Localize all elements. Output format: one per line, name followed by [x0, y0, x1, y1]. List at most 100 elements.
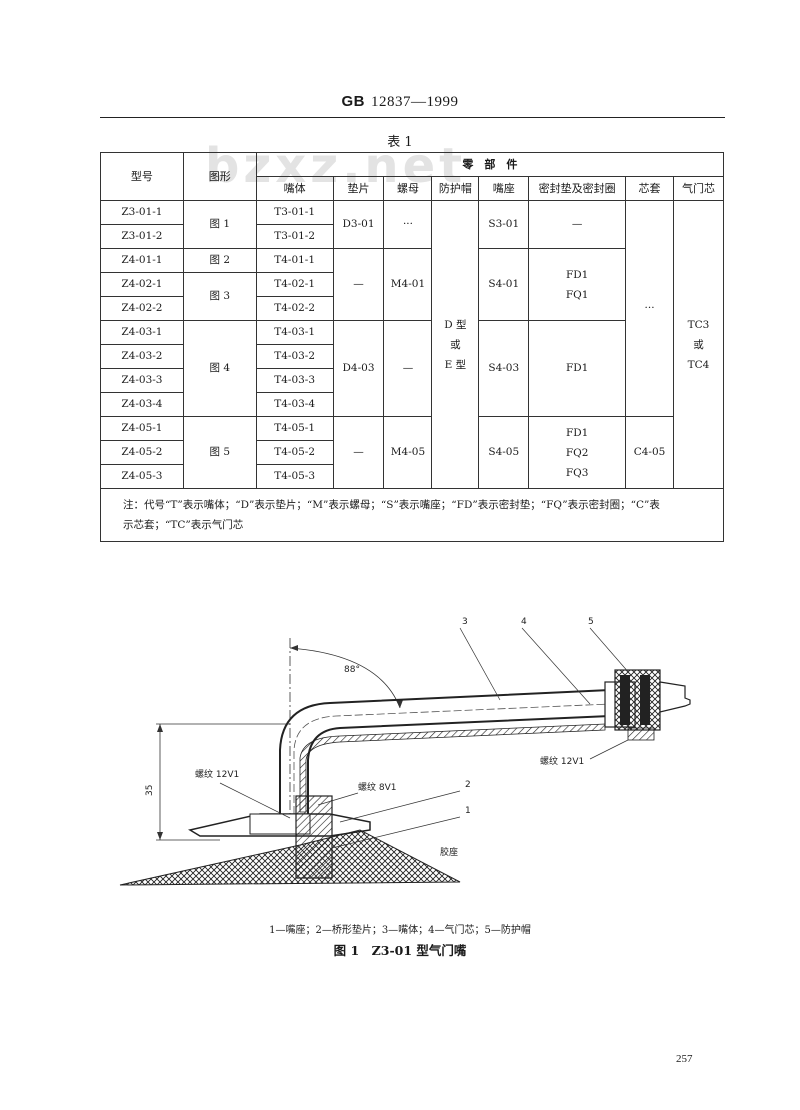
table-row: Z4-03-1 图 4 T4-03-1 D4-03 — S4-03 FD1: [100, 320, 724, 417]
table-row: Z4-03-4 T4-03-4: [100, 392, 724, 417]
thread-label-right: 螺纹 12V1: [540, 755, 584, 767]
model-cell: Z4-05-3: [100, 464, 184, 489]
valve-core-tip: [659, 681, 691, 713]
table-row: Z4-02-2 T4-02-2: [100, 296, 724, 321]
table-row: Z3-01-2 T3-01-2: [100, 224, 724, 249]
standard-number: 12837—1999: [371, 94, 459, 110]
model-cell: Z3-01-1: [100, 200, 184, 225]
seal-line: FQ2: [565, 446, 589, 459]
leader-line: [459, 627, 501, 701]
stem-axis: [293, 703, 611, 825]
figure-cell: 图 5: [182, 416, 257, 489]
table-row: Z4-01-1 图 2 T4-01-1 — M4-01 S4-01 FD1 FQ…: [100, 248, 724, 321]
arrowhead-icon: [290, 645, 298, 651]
body-cell: T4-05-3: [255, 464, 334, 489]
seat-cell: S4-05: [478, 416, 530, 489]
body-cell: T3-01-2: [255, 224, 334, 249]
note-line: 示芯套；“TC”表示气门芯: [123, 519, 244, 531]
seal-line: FD1: [565, 426, 589, 439]
seal-cell: FD1: [528, 320, 627, 417]
seal-line: FQ1: [565, 288, 589, 301]
seal-cell: —: [528, 200, 627, 249]
body-cell: T3-01-1: [255, 200, 334, 225]
model-cell: Z4-03-1: [100, 320, 184, 345]
leader-line: [521, 627, 591, 705]
seal-cell: FD1 FQ1: [528, 248, 627, 321]
cap-line: E 型: [444, 358, 467, 371]
cap-band: [640, 675, 650, 725]
cap-cell: D 型 或 E 型: [431, 200, 480, 489]
nut-cell: ···: [383, 200, 433, 249]
leader-line: [219, 782, 291, 819]
model-cell: Z3-01-2: [100, 224, 184, 249]
sleeve-cell: ···: [625, 200, 674, 417]
figure-cell: 图 3: [182, 272, 257, 321]
leader-line: [589, 627, 631, 675]
model-cell: Z4-05-1: [100, 416, 184, 441]
thread-label-mid: 螺纹 8V1: [358, 781, 396, 793]
seat-cell: S3-01: [478, 200, 530, 249]
stem-outline: [279, 689, 611, 830]
header-gasket: 垫片: [332, 176, 385, 201]
header-body: 嘴体: [255, 176, 334, 201]
model-cell: Z4-03-4: [100, 392, 184, 417]
arrowhead-icon: [396, 700, 403, 708]
header-seat: 嘴座: [478, 176, 530, 201]
nut-cell: M4-05: [383, 416, 433, 489]
seal-line: FD1: [565, 268, 589, 281]
nut-cell: M4-01: [383, 248, 433, 321]
stem-wall: [299, 723, 606, 813]
leader-line: [331, 816, 461, 849]
sleeve-cell: C4-05: [625, 416, 674, 489]
angle-arc: [289, 647, 401, 709]
callout-1: 1: [465, 806, 471, 816]
figure-cell: 图 2: [182, 248, 257, 273]
table-caption: 表 1: [387, 135, 413, 150]
valve-drawing: 88° 35 螺纹 12V1 螺纹 8V1 螺纹 12V1 胶座 2 1 3 4…: [119, 617, 691, 886]
gasket-cell: —: [332, 248, 385, 321]
body-cell: T4-03-3: [255, 368, 334, 393]
seat-cell: S4-01: [478, 248, 530, 321]
body-cell: T4-03-2: [255, 344, 334, 369]
callout-4: 4: [521, 617, 527, 627]
gasket-cell: D4-03: [332, 320, 385, 417]
body-cell: T4-05-2: [255, 440, 334, 465]
core-line: 或: [693, 338, 704, 351]
arrowhead-icon: [157, 832, 163, 840]
dimension-label: 35: [145, 785, 155, 796]
callout-2: 2: [465, 780, 471, 790]
header-figure: 图形: [182, 152, 257, 201]
seal-line: FQ3: [565, 466, 589, 479]
header-rule: [100, 117, 725, 118]
header-seal: 密封垫及密封圈: [528, 176, 627, 201]
arrowhead-icon: [157, 724, 163, 732]
table-note: 注：代号“T”表示嘴体；“D”表示垫片；“M”表示螺母；“S”表示嘴座；“FD”…: [100, 488, 724, 542]
model-cell: Z4-05-2: [100, 440, 184, 465]
model-cell: Z4-01-1: [100, 248, 184, 273]
seat-cell: S4-03: [478, 320, 530, 417]
gasket-cell: —: [332, 416, 385, 489]
core-cell: TC3 或 TC4: [673, 200, 724, 489]
cap-line: 或: [450, 338, 461, 351]
core-line: TC4: [687, 358, 710, 371]
header-core: 气门芯: [673, 176, 724, 201]
body-cell: T4-02-1: [255, 272, 334, 297]
header-sleeve: 芯套: [625, 176, 674, 201]
table-row: Z4-05-1 图 5 T4-05-1 — M4-05 S4-05 FD1 FQ…: [100, 416, 724, 489]
figure-cell: 图 4: [182, 320, 257, 417]
leader-line: [317, 792, 359, 806]
model-cell: Z4-02-2: [100, 296, 184, 321]
page-number: 257: [676, 1053, 693, 1065]
figure-caption: 图 1 Z3-01 型气门嘴: [333, 943, 467, 958]
body-cell: T4-05-1: [255, 416, 334, 441]
angle-label: 88°: [344, 665, 360, 675]
gasket-cell: D3-01: [332, 200, 385, 249]
thread-label-left: 螺纹 12V1: [195, 768, 239, 780]
standard-code: GB: [341, 93, 365, 110]
note-line: 注：代号“T”表示嘴体；“D”表示垫片；“M”表示螺母；“S”表示嘴座；“FD”…: [123, 499, 660, 511]
body-cell: T4-03-1: [255, 320, 334, 345]
rubber-base: [119, 829, 461, 886]
leader-line: [339, 790, 461, 823]
rubber-base-label: 胶座: [440, 846, 458, 858]
callout-3: 3: [462, 617, 468, 627]
